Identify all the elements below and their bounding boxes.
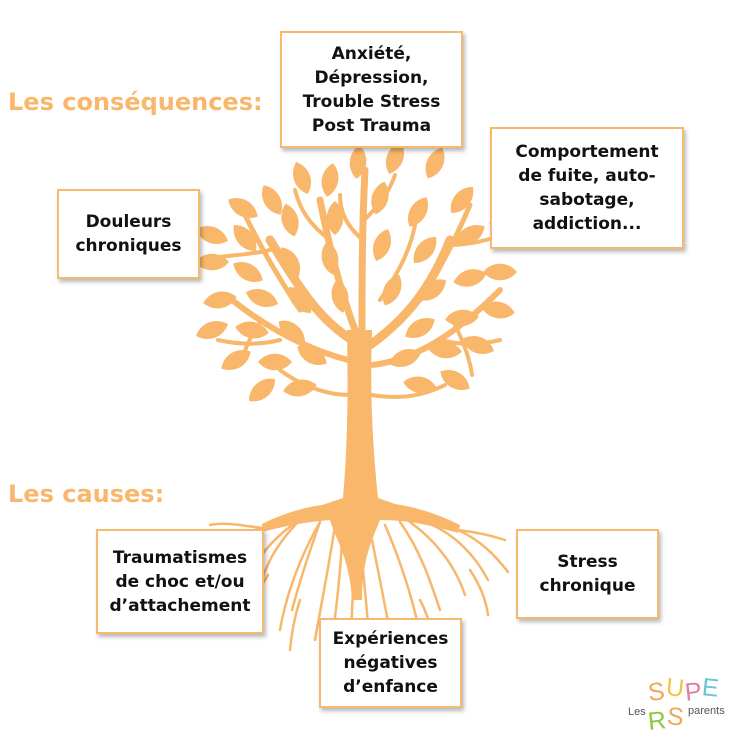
consequence-top-line: Trouble Stress <box>302 91 441 112</box>
consequence-box-right: Comportement de fuite, auto- sabotage, a… <box>490 127 684 249</box>
leaf <box>418 279 446 301</box>
consequence-top-line: Dépression, <box>314 67 429 88</box>
leaf <box>297 345 327 365</box>
cause-right-line: Stress <box>557 552 618 572</box>
logo-letter: S <box>665 702 687 732</box>
leaf <box>196 321 228 339</box>
leaf <box>462 336 494 354</box>
leaf <box>413 236 437 264</box>
leaf <box>321 163 339 197</box>
branch-low-right <box>370 383 447 399</box>
tree-leaves <box>195 142 521 402</box>
branch-mid-left-2 <box>293 188 332 242</box>
branch-left <box>265 235 357 345</box>
leaf <box>321 241 339 275</box>
leaf <box>235 321 269 339</box>
cause-box-center: Expériences négatives d’enfance <box>319 618 462 708</box>
logo-letter: E <box>701 673 722 703</box>
leaf <box>280 247 300 277</box>
leaf <box>331 279 349 313</box>
leaf <box>248 378 276 402</box>
consequence-box-top: Anxiété, Dépression, Trouble Stress Post… <box>280 31 463 148</box>
leaf <box>233 262 263 282</box>
leaf <box>349 145 367 179</box>
cause-left-line: d’attachement <box>109 595 251 616</box>
consequences-heading: Les conséquences: <box>8 88 263 116</box>
consequence-right-line: sabotage, <box>539 190 635 210</box>
cause-center-line: d’enfance <box>343 677 438 697</box>
cause-center-line: Expériences <box>332 629 449 649</box>
leaf <box>408 197 428 227</box>
leaf <box>389 349 421 367</box>
leaf <box>450 186 474 214</box>
logo-letter: S <box>646 677 668 707</box>
leaf <box>481 301 515 319</box>
cause-right-line: chronique <box>539 576 636 596</box>
leaf <box>228 198 258 218</box>
cause-box-right: Stress chronique <box>516 529 659 619</box>
logo-letter: U <box>664 673 687 703</box>
branch-mid <box>358 166 369 334</box>
leaf <box>483 263 517 281</box>
leaf <box>386 142 404 174</box>
les-supers-parents-logo: Les SUPERS parents <box>626 673 726 736</box>
leaf <box>196 226 228 244</box>
leaf <box>281 203 299 237</box>
branch-right-6 <box>453 323 474 377</box>
leaf <box>428 341 462 359</box>
leaf <box>405 318 435 338</box>
consequence-right-line: Comportement <box>515 142 659 162</box>
leaf <box>246 289 278 307</box>
leaf <box>382 274 402 306</box>
leaf <box>445 309 479 327</box>
leaf <box>288 286 312 314</box>
leaf <box>258 353 292 371</box>
leaf <box>373 229 391 261</box>
cause-left-line: de choc et/ou <box>115 571 245 592</box>
leaf <box>293 162 311 194</box>
cause-left-line: Traumatismes <box>112 547 248 568</box>
consequence-right-line: de fuite, auto- <box>518 166 656 186</box>
leaf <box>403 376 437 394</box>
leaf <box>455 225 485 245</box>
branch-right <box>365 235 455 350</box>
consequence-left-line: chroniques <box>75 236 182 256</box>
leaf <box>195 253 229 271</box>
leaf <box>453 269 487 287</box>
leaf <box>440 370 470 390</box>
cause-center-line: négatives <box>343 653 438 673</box>
leaf <box>221 350 251 370</box>
leaf <box>233 224 257 252</box>
leaf <box>371 181 389 215</box>
leaf <box>278 320 306 344</box>
tree-trunk <box>262 330 460 600</box>
leaf <box>262 185 282 215</box>
leaf <box>283 379 317 397</box>
leaf <box>326 201 344 235</box>
logo-letter: R <box>646 706 669 736</box>
consequence-top-line: Post Trauma <box>311 115 432 136</box>
causes-heading: Les causes: <box>8 480 165 508</box>
consequence-left-line: Douleurs <box>85 212 172 232</box>
leaf <box>425 147 445 179</box>
logo-suffix: parents <box>688 705 725 717</box>
consequence-right-line: addiction... <box>532 214 642 234</box>
consequence-top-line: Anxiété, <box>331 43 412 64</box>
branch-mid-2 <box>338 193 365 242</box>
cause-box-left: Traumatismes de choc et/ou d’attachement <box>96 529 264 634</box>
logo-prefix: Les <box>628 706 646 718</box>
leaf <box>203 291 237 309</box>
consequence-box-left: Douleurs chroniques <box>57 189 200 279</box>
